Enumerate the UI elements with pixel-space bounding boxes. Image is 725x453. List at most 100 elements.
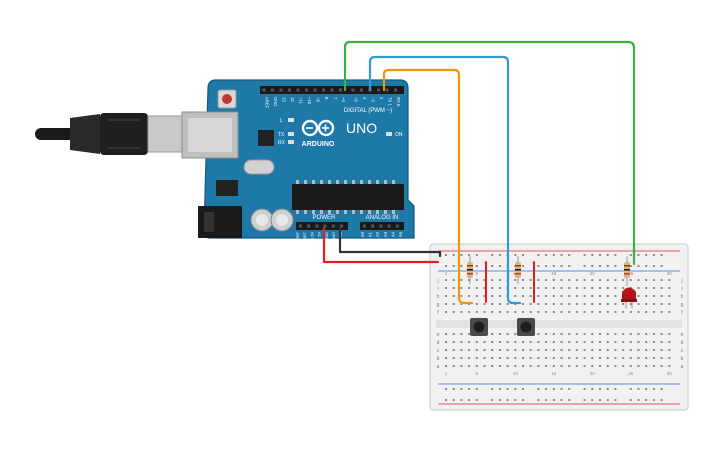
header-pin-hole	[371, 224, 375, 228]
terminal-hole	[491, 287, 494, 289]
terminal-hole	[537, 349, 540, 351]
terminal-hole	[645, 365, 648, 367]
power-pin-label: RESET	[303, 231, 307, 244]
column-number: 20	[590, 271, 596, 276]
rail-hole	[537, 254, 540, 256]
terminal-hole	[468, 287, 471, 289]
header-pin-hole	[296, 88, 300, 92]
top-pin-label: 8	[324, 97, 329, 100]
terminal-hole	[622, 303, 625, 305]
rail-hole	[583, 388, 586, 390]
terminal-hole	[637, 349, 640, 351]
terminal-hole	[652, 279, 655, 281]
rail-hole	[506, 399, 509, 401]
terminal-hole	[483, 365, 486, 367]
terminal-hole	[560, 295, 563, 297]
terminal-hole	[529, 311, 532, 313]
terminal-hole	[529, 349, 532, 351]
rail-hole	[522, 388, 524, 390]
terminal-hole	[522, 357, 524, 359]
terminal-hole	[629, 333, 632, 335]
terminal-hole	[522, 349, 524, 351]
rail-hole	[568, 399, 571, 401]
rail-hole	[583, 399, 586, 401]
rail-hole	[460, 399, 463, 401]
top-pin-label: ~10	[307, 97, 312, 105]
terminal-hole	[460, 333, 463, 335]
terminal-hole	[468, 279, 471, 281]
rail-hole	[652, 265, 655, 267]
rail-hole	[468, 399, 471, 401]
terminal-hole	[445, 333, 447, 335]
terminal-hole	[529, 279, 532, 281]
rail-hole	[552, 254, 555, 256]
terminal-hole	[560, 311, 563, 313]
terminal-hole	[445, 287, 447, 289]
analog-pin-label: A3	[383, 231, 388, 237]
rail-hole	[645, 265, 648, 267]
rail-hole	[606, 254, 609, 256]
rail-hole	[491, 399, 494, 401]
rail-hole	[498, 399, 501, 401]
rail-hole	[460, 254, 463, 256]
terminal-hole	[483, 295, 486, 297]
terminal-hole	[506, 303, 509, 305]
terminal-hole	[637, 357, 640, 359]
terminal-hole	[599, 311, 601, 313]
terminal-hole	[583, 287, 586, 289]
terminal-hole	[498, 287, 501, 289]
terminal-hole	[445, 365, 447, 367]
terminal-hole	[506, 357, 509, 359]
row-letter: a	[681, 364, 684, 370]
terminal-hole	[552, 349, 555, 351]
rail-hole	[514, 254, 517, 256]
terminal-hole	[498, 311, 501, 313]
model-label: UNO	[346, 120, 377, 136]
terminal-hole	[645, 287, 648, 289]
terminal-hole	[514, 287, 517, 289]
rail-hole	[637, 265, 640, 267]
terminal-hole	[514, 357, 517, 359]
rail-hole	[506, 388, 509, 390]
top-pin-label: GND	[273, 97, 278, 106]
row-letter: e	[437, 332, 440, 338]
terminal-hole	[545, 295, 548, 297]
header-pin-hole	[395, 224, 399, 228]
terminal-hole	[445, 295, 447, 297]
terminal-hole	[614, 365, 617, 367]
row-letter: e	[681, 332, 684, 338]
header-pin-hole	[379, 224, 383, 228]
terminal-hole	[645, 295, 648, 297]
rail-hole	[629, 254, 632, 256]
terminal-hole	[491, 303, 494, 305]
terminal-hole	[537, 311, 540, 313]
rail-hole	[522, 265, 524, 267]
terminal-hole	[606, 357, 609, 359]
terminal-hole	[460, 311, 463, 313]
rail-hole	[583, 265, 586, 267]
terminal-hole	[498, 341, 501, 343]
header-pin-hole	[385, 88, 389, 92]
rail-hole	[568, 265, 571, 267]
terminal-hole	[545, 349, 548, 351]
terminal-hole	[622, 341, 625, 343]
rail-hole	[645, 254, 648, 256]
terminal-hole	[668, 279, 671, 281]
terminal-hole	[537, 303, 540, 305]
terminal-hole	[614, 279, 617, 281]
pushbutton-1	[470, 318, 488, 336]
terminal-hole	[460, 365, 463, 367]
rail-hole	[522, 254, 524, 256]
terminal-hole	[460, 349, 463, 351]
rail-hole	[514, 399, 517, 401]
terminal-hole	[483, 349, 486, 351]
terminal-hole	[645, 303, 648, 305]
header-pin-hole	[313, 88, 317, 92]
terminal-hole	[506, 333, 509, 335]
column-number: 25	[628, 371, 634, 376]
terminal-hole	[452, 357, 455, 359]
terminal-hole	[560, 279, 563, 281]
led-tx-label: TX	[278, 132, 285, 138]
usb-chip	[258, 130, 274, 146]
